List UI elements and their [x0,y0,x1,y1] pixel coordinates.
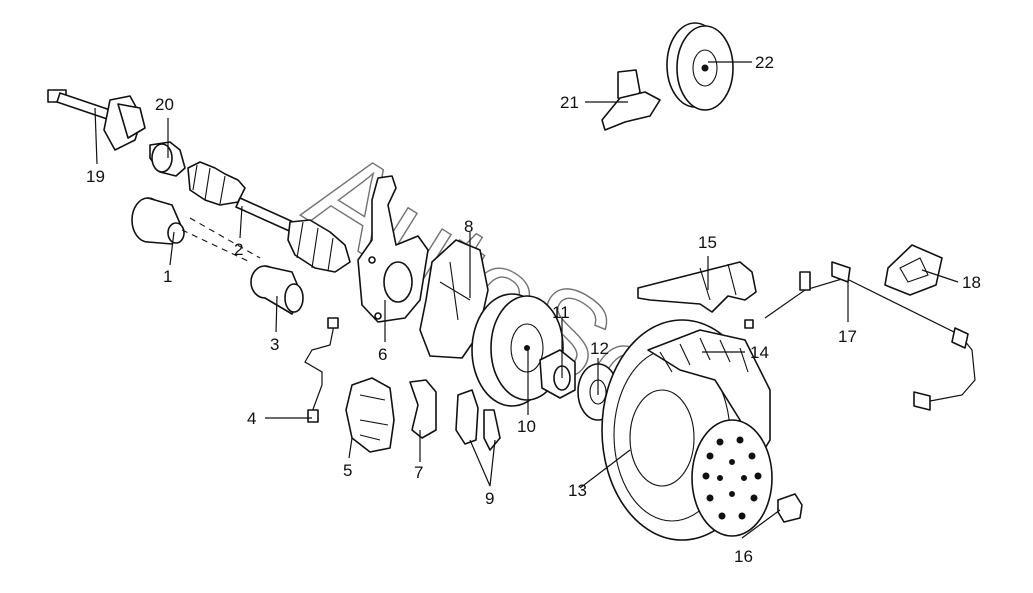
callout-9: 9 [485,489,494,508]
callout-1: 1 [163,267,172,286]
alignment-line-a [181,229,251,263]
part-6-knuckle [357,175,429,323]
callout-3: 3 [270,335,279,354]
part-18-clip [884,244,943,296]
part-15-bracket [637,261,757,329]
part-2-drive-shaft [187,161,351,273]
callout-labels: 1 2 3 4 5 6 7 8 9 10 11 12 13 14 15 16 1… [86,53,981,566]
callout-2: 2 [234,240,243,259]
callout-14: 14 [750,343,769,362]
callout-22: 22 [755,53,774,72]
leader-lines [94,61,959,539]
part-9-pad-set [455,389,501,451]
alignment-line-b [189,217,261,259]
callout-15: 15 [698,233,717,252]
part-8-dust-shield [419,239,489,359]
part-16-wheel-cover [691,419,803,537]
part-4-brake-hose [304,317,339,423]
part-1-bushing [131,197,185,245]
callout-4: 4 [247,409,256,428]
callout-16: 16 [734,547,753,566]
callout-7: 7 [414,463,423,482]
part-19-inner-shaft [47,89,146,151]
callout-13: 13 [568,481,587,500]
callout-12: 12 [590,339,609,358]
callout-18: 18 [962,273,981,292]
callout-6: 6 [378,345,387,364]
callout-5: 5 [343,461,352,480]
callout-10: 10 [517,417,536,436]
part-11-hub [539,349,576,399]
callout-20: 20 [155,95,174,114]
callout-21: 21 [560,93,579,112]
part-22-pulley [666,22,734,111]
callout-8: 8 [464,217,473,236]
part-3-bushing [250,265,304,315]
part-7-brake-pad [409,379,437,439]
callout-17: 17 [838,327,857,346]
callout-19: 19 [86,167,105,186]
part-20-inner-joint [149,141,186,177]
part-21-bleed-fitting [601,69,661,131]
part-5-caliper [345,377,395,453]
part-17-brake-line [764,261,976,411]
callout-11: 11 [552,303,570,322]
